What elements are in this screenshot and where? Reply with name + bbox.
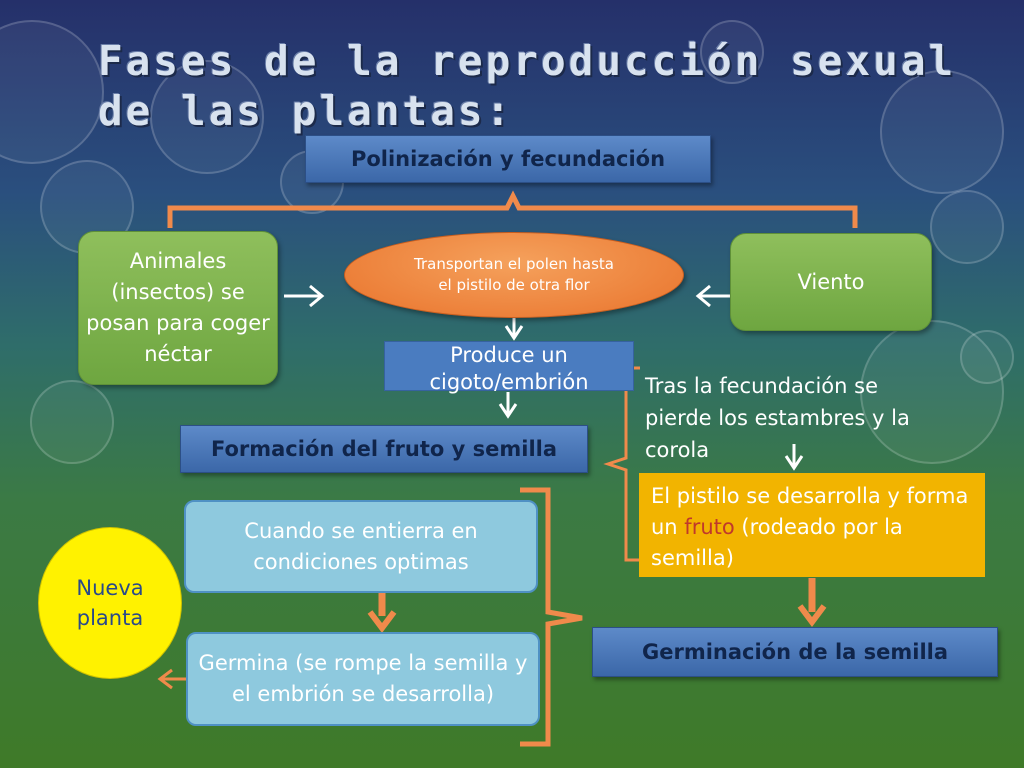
title-line-2: de las plantas: — [98, 87, 514, 135]
oval-transportan-label: Transportan el polen hasta el pistilo de… — [414, 255, 614, 294]
bottom-bracket — [520, 487, 583, 747]
oval-transportan: Transportan el polen hasta el pistilo de… — [344, 232, 684, 318]
box-cuando: Cuando se entierra en condiciones optima… — [184, 500, 538, 593]
box-germina: Germina (se rompe la semilla y el embrió… — [186, 632, 540, 726]
pistilo-text-after: (rodeado por la semilla) — [651, 515, 903, 570]
arrow-animales-oval — [284, 284, 325, 308]
middle-bracket — [603, 366, 640, 562]
box-animales: Animales (insectos) se posan para coger … — [78, 231, 278, 385]
text-tras: Tras la fecundación se pierde los estamb… — [645, 374, 910, 462]
arrow-tras-pistilo — [784, 444, 804, 471]
nueva-planta-label: Nueva planta — [76, 576, 144, 630]
arrow-produce-formacion — [498, 392, 518, 419]
header-germinacion: Germinación de la semilla — [592, 627, 998, 677]
arrow-cuando-germina-head — [367, 610, 397, 633]
header-formacion: Formación del fruto y semilla — [180, 425, 588, 473]
pistilo-text-before: El pistilo se desarrolla y forma un — [651, 484, 969, 539]
arrow-oval-produce — [504, 318, 524, 341]
circle-nueva-planta: Nueva planta — [38, 527, 182, 679]
pistilo-text-highlight: fruto — [684, 515, 735, 539]
box-viento: Viento — [730, 233, 932, 331]
arrow-pistilo-germinacion-head — [797, 604, 827, 627]
slide-title: Fases de la reproducción sexual de las p… — [98, 36, 998, 136]
box-pistilo: El pistilo se desarrolla y forma un frut… — [639, 473, 985, 577]
box-produce: Produce un cigoto/embrión — [384, 341, 634, 394]
arrow-viento-oval — [695, 284, 730, 308]
header-polinizacion: Polinización y fecundación — [305, 135, 711, 183]
top-bracket — [167, 190, 858, 228]
title-line-1: Fases de la reproducción sexual — [98, 37, 957, 85]
